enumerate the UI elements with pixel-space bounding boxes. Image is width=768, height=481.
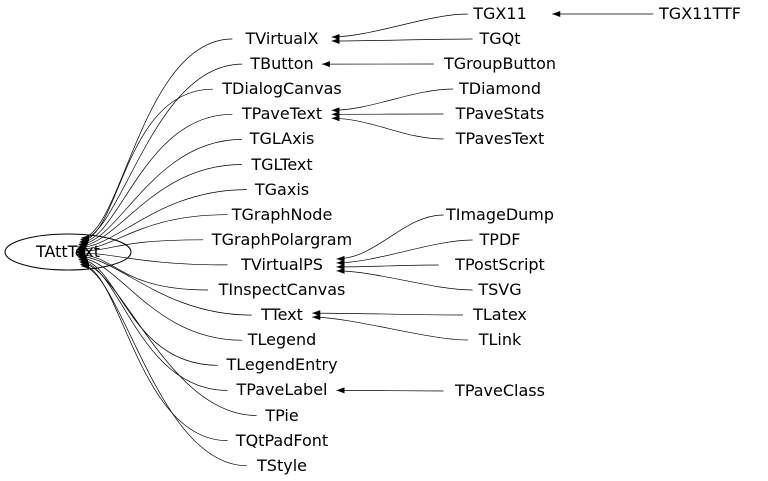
class-node-tgx11[interactable]: TGX11: [473, 4, 527, 23]
edge-tgqt-to-tvirtualx: [331, 37, 473, 44]
edge-tpavestext-to-tpavetext: [331, 115, 444, 140]
edge-tdialogcanvas-to-tatttext: [79, 88, 213, 245]
edge-tinspectcanvas-to-tatttext: [76, 251, 209, 291]
edge-tlink-to-ttext: [312, 314, 468, 341]
class-node-tqtpadfont[interactable]: TQtPadFont: [235, 430, 329, 450]
class-node-tlegend[interactable]: TLegend: [247, 330, 317, 350]
class-node-tinspectcanvas[interactable]: TInspectCanvas: [218, 280, 346, 299]
edge-tpaveclass-to-tpavelabel: [336, 387, 444, 394]
class-node-ttext[interactable]: TText: [261, 305, 303, 325]
class-node-tgaxis[interactable]: TGaxis: [254, 179, 310, 199]
class-node-tgroupbutton[interactable]: TGroupButton: [443, 54, 557, 73]
class-node-tlink[interactable]: TLink: [478, 330, 522, 349]
class-node-tglaxis[interactable]: TGLAxis: [249, 129, 315, 149]
class-node-tlegendentry[interactable]: TLegendEntry: [226, 355, 338, 375]
class-node-tvirtualps[interactable]: TVirtualPS: [241, 254, 323, 274]
edge-tgaxis-to-tatttext: [77, 189, 247, 251]
edge-tvirtualx-to-tatttext: [81, 38, 233, 241]
class-node-tgraphpolargram[interactable]: TGraphPolargram: [211, 229, 353, 249]
class-node-tpaveclass[interactable]: TPaveClass: [455, 381, 545, 400]
edge-tsvg-to-tvirtualps: [336, 267, 473, 291]
edge-tpdf-to-tvirtualps: [336, 239, 473, 266]
class-node-tpavestats[interactable]: TPaveStats: [455, 104, 545, 123]
class-node-tpostscript[interactable]: TPostScript: [455, 255, 545, 274]
edge-tgraphpolargram-to-tatttext: [76, 239, 204, 255]
class-node-tdialogcanvas[interactable]: TDialogCanvas: [222, 79, 342, 99]
edge-tgltext-to-tatttext: [78, 164, 243, 250]
edge-tvirtualps-to-tatttext: [76, 249, 228, 266]
class-node-tsvg[interactable]: TSVG: [478, 280, 522, 299]
class-node-tlatex[interactable]: TLatex: [473, 305, 527, 324]
edge-tbutton-to-tatttext: [80, 63, 243, 243]
edge-tglaxis-to-tatttext: [78, 139, 243, 248]
class-node-tdiamond[interactable]: TDiamond: [458, 79, 542, 98]
class-node-tbutton[interactable]: TButton: [250, 54, 314, 74]
class-node-tvirtualx[interactable]: TVirtualX: [245, 29, 319, 48]
edge-tpavelabel-to-tatttext: [79, 258, 228, 391]
edge-tlegend-to-tatttext: [78, 254, 243, 341]
class-node-tpdf[interactable]: TPDF: [479, 230, 521, 249]
edge-ttext-to-tatttext: [77, 253, 252, 316]
class-node-tpavetext[interactable]: TPaveText: [241, 104, 323, 124]
class-node-timagedump[interactable]: TImageDump: [445, 205, 555, 224]
edge-tlegendentry-to-tatttext: [78, 256, 218, 366]
edge-tstyle-to-tatttext: [81, 263, 247, 467]
edge-tdiamond-to-tpavetext: [331, 88, 454, 114]
class-node-tpavelabel[interactable]: TPaveLabel: [236, 380, 328, 400]
class-node-tstyle[interactable]: TStyle: [257, 455, 307, 475]
edge-tlatex-to-ttext: [312, 310, 463, 317]
class-node-tpavestext[interactable]: TPavesText: [455, 129, 545, 148]
edge-tpavetext-to-tatttext: [79, 113, 233, 246]
class-node-tpie[interactable]: TPie: [265, 405, 299, 425]
class-node-tgltext[interactable]: TGLText: [251, 154, 313, 174]
edge-tpostscript-to-tvirtualps: [336, 263, 439, 270]
edge-tpie-to-tatttext: [79, 259, 257, 416]
root-node-label[interactable]: TAttText: [35, 242, 101, 261]
edge-timagedump-to-tvirtualps: [336, 214, 444, 262]
class-node-tgqt[interactable]: TGQt: [479, 29, 521, 48]
class-node-tgraphnode[interactable]: TGraphNode: [231, 204, 333, 224]
class-node-tgx11ttf[interactable]: TGX11TTF: [659, 4, 741, 23]
edge-tqtpadfont-to-tatttext: [80, 261, 228, 441]
edge-tgraphnode-to-tatttext: [76, 214, 228, 253]
edge-tgx11-to-tvirtualx: [331, 13, 468, 40]
